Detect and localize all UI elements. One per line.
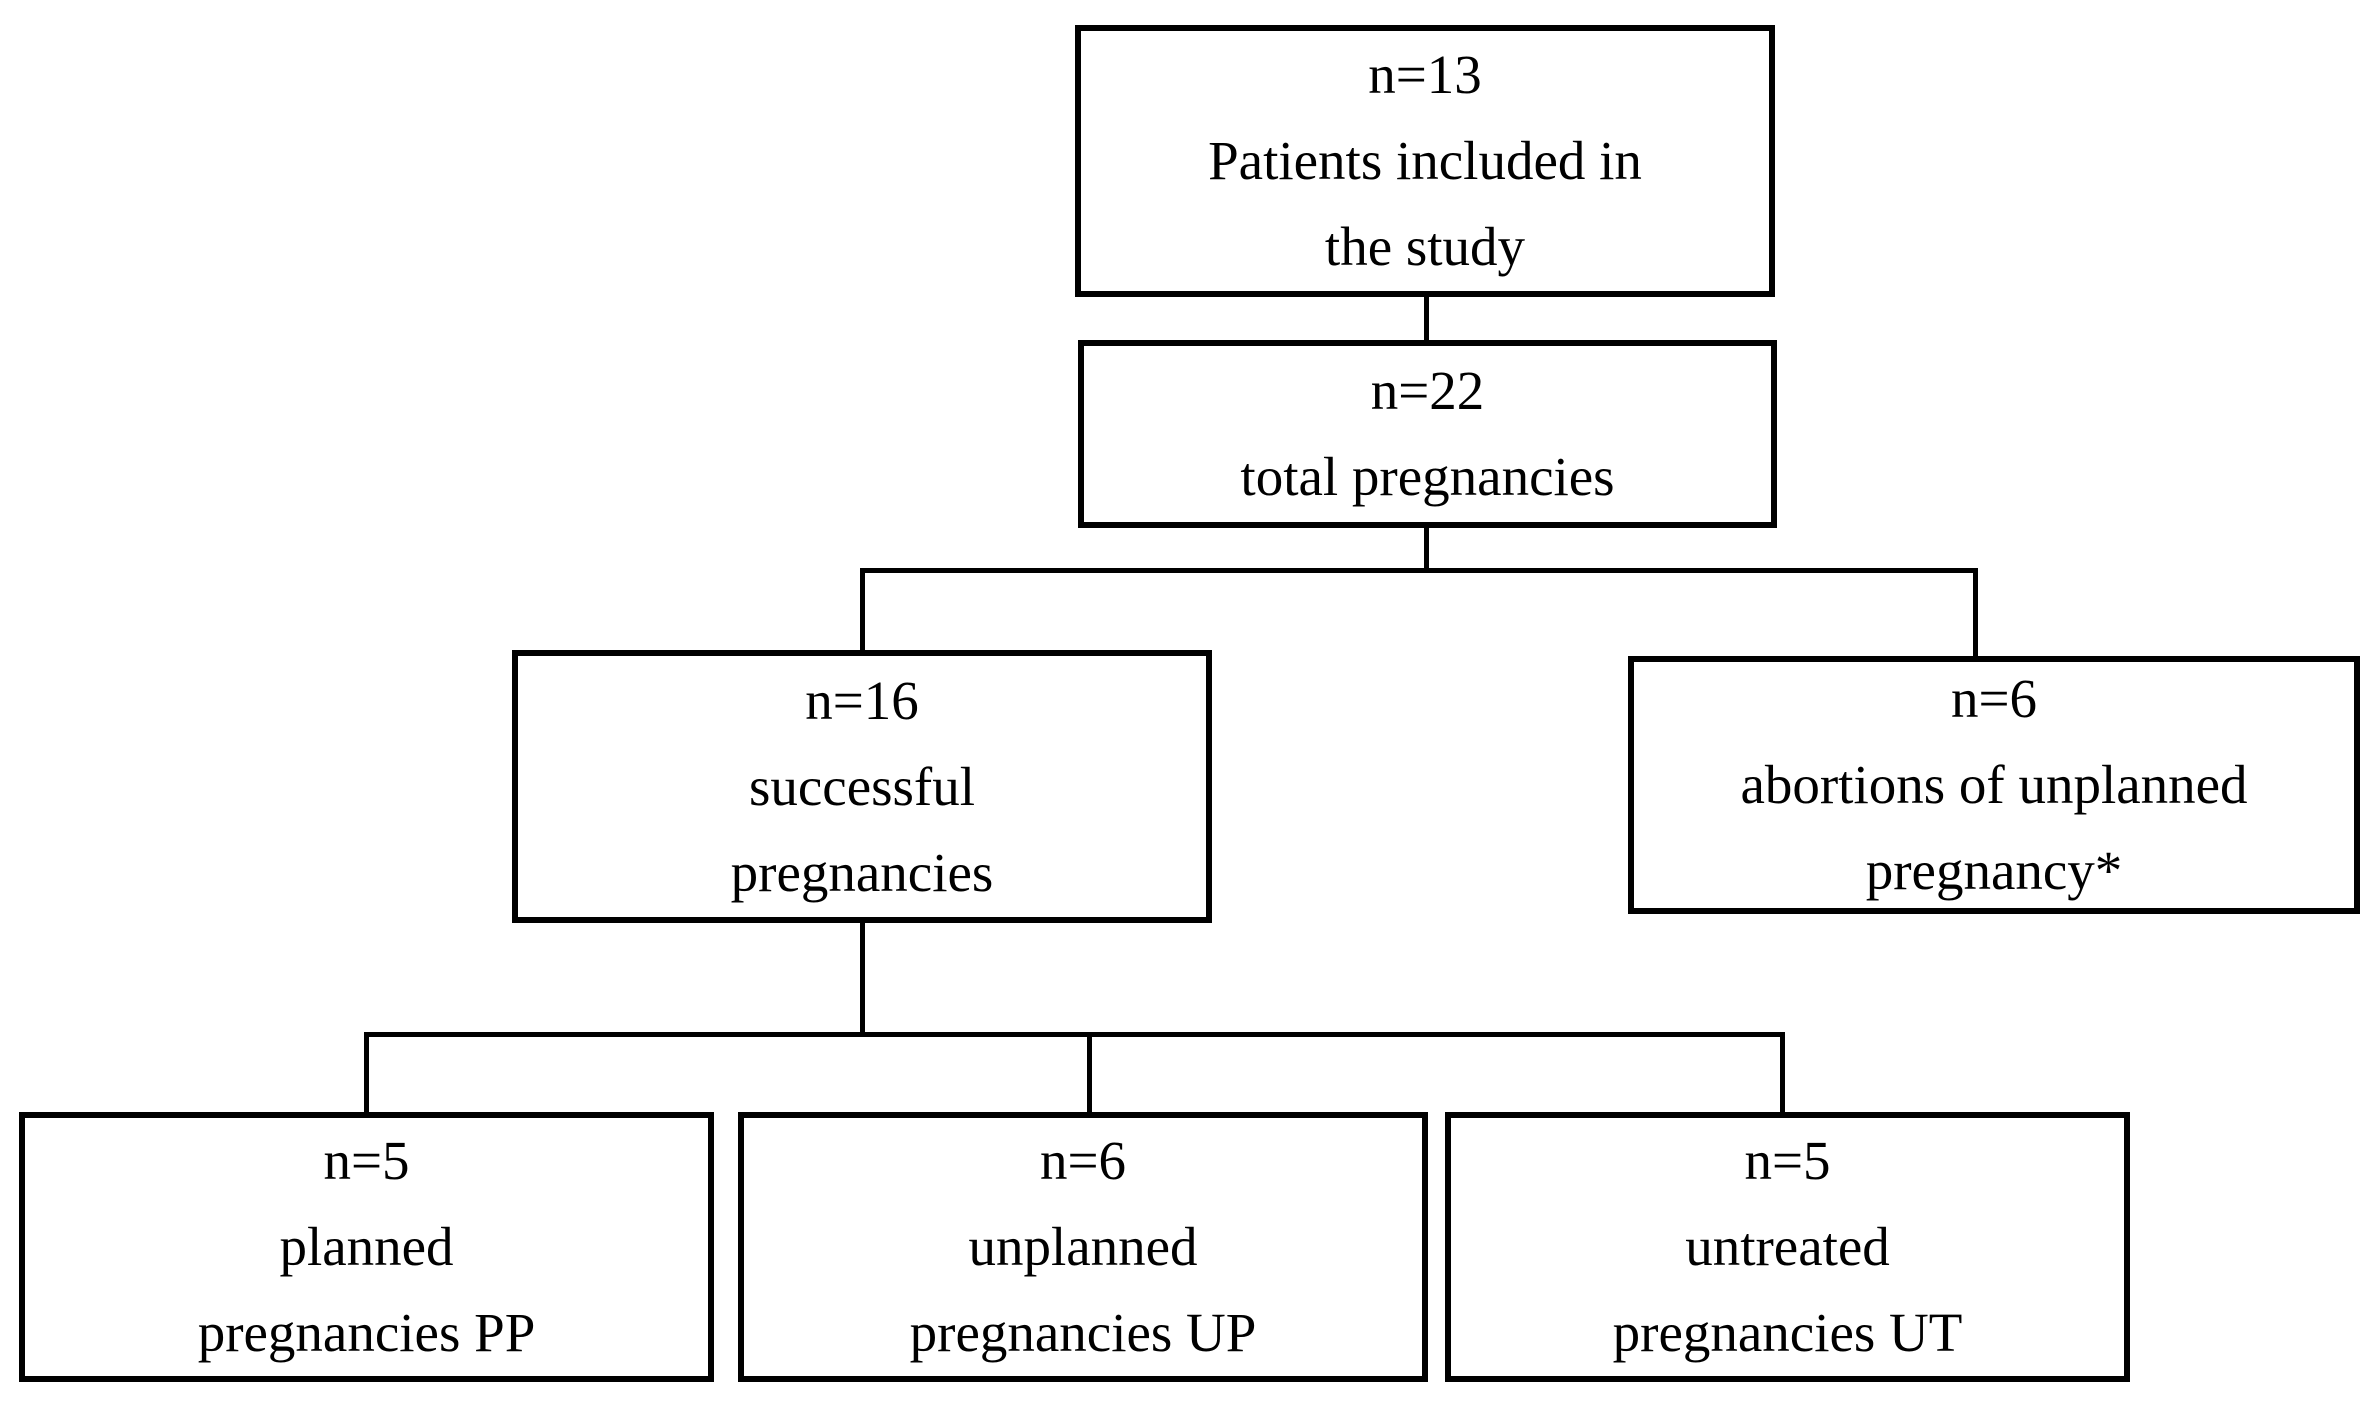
node-patients-included: n=13 Patients included in the study — [1075, 25, 1775, 297]
node-label-line: abortions of unplanned — [1740, 754, 2248, 815]
node-label-line: pregnancies — [730, 841, 994, 903]
node-count: n=22 — [1370, 360, 1485, 421]
node-label-line: pregnancies UP — [909, 1302, 1257, 1363]
node-label-line: pregnancies PP — [197, 1302, 536, 1363]
connector-branch-to-successful — [860, 568, 865, 656]
node-label-line: total pregnancies — [1240, 446, 1615, 507]
node-label-line: planned — [279, 1216, 454, 1277]
node-label-line: successful — [748, 755, 976, 817]
node-abortions-unplanned: n=6 abortions of unplanned pregnancy* — [1628, 656, 2360, 914]
node-label-line: untreated — [1685, 1216, 1890, 1277]
connector-branch-to-abortions — [1973, 568, 1978, 662]
node-count: n=6 — [1950, 668, 2038, 729]
connector-patients-to-total — [1424, 295, 1429, 343]
node-label-line: Patients included in — [1208, 130, 1642, 191]
node-unplanned-pregnancies-up: n=6 unplanned pregnancies UP — [738, 1112, 1428, 1382]
connector-branch-to-untreated — [1780, 1032, 1785, 1117]
connector-successful-stub — [860, 920, 865, 1037]
node-successful-pregnancies: n=16 successful pregnancies — [512, 650, 1212, 923]
node-label-line: pregnancy* — [1865, 840, 2123, 901]
node-count: n=13 — [1368, 44, 1482, 105]
connector-branch-to-planned — [364, 1032, 369, 1117]
node-untreated-pregnancies-ut: n=5 untreated pregnancies UT — [1445, 1112, 2130, 1382]
node-label-line: the study — [1324, 216, 1526, 277]
node-count: n=6 — [1039, 1130, 1127, 1191]
node-label-line: pregnancies UT — [1612, 1302, 1963, 1363]
connector-branch-to-unplanned — [1087, 1032, 1092, 1117]
connector-successful-branch-horizontal — [364, 1032, 1785, 1037]
node-count: n=5 — [323, 1130, 410, 1191]
node-label-line: unplanned — [968, 1216, 1198, 1277]
node-count: n=5 — [1744, 1130, 1831, 1191]
connector-total-stub — [1424, 526, 1429, 573]
connector-total-branch-horizontal — [860, 568, 1978, 573]
node-count: n=16 — [805, 669, 919, 731]
node-planned-pregnancies-pp: n=5 planned pregnancies PP — [19, 1112, 714, 1382]
node-total-pregnancies: n=22 total pregnancies — [1078, 340, 1777, 528]
